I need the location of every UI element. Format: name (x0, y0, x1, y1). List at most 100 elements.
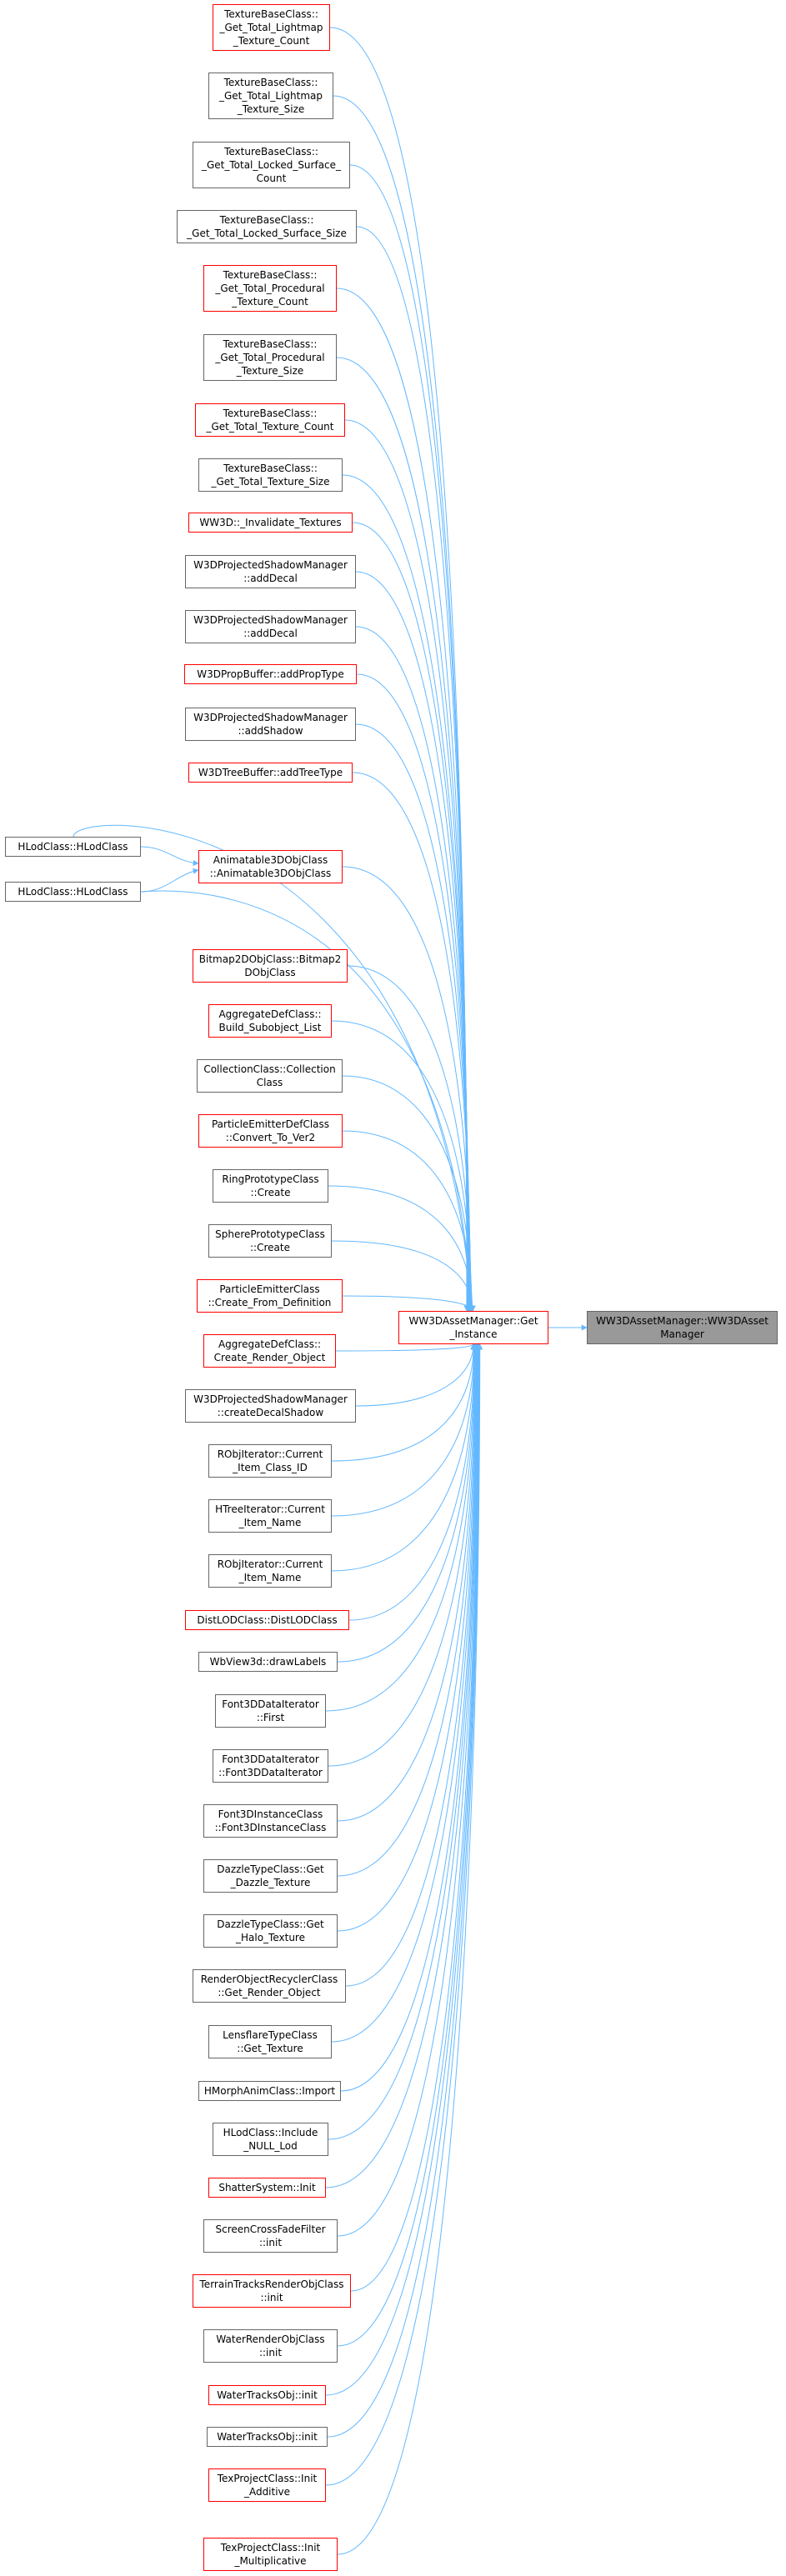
edge-caller-to-center (325, 1343, 481, 2188)
caller-node[interactable]: RObjIterator::Current _Item_Class_ID (208, 1444, 332, 1478)
edge-caller-to-center (333, 95, 470, 1312)
caller-node[interactable]: TerrainTracksRenderObjClass ::init (193, 2274, 351, 2308)
node-target[interactable]: WW3DAssetManager::WW3DAsset Manager (587, 1311, 778, 1344)
caller-node[interactable]: Animatable3DObjClass ::Animatable3DObjCl… (198, 850, 343, 883)
caller-node-label: TexProjectClass::Init _Additive (217, 2473, 318, 2498)
caller-node[interactable]: ScreenCrossFadeFilter ::init (203, 2219, 338, 2253)
caller-node-label: W3DTreeBuffer::addTreeType (198, 767, 343, 778)
caller-node-label: Font3DInstanceClass ::Font3DInstanceClas… (214, 1808, 327, 1833)
caller-node[interactable]: DazzleTypeClass::Get _Halo_Texture (203, 1914, 338, 1948)
caller-node[interactable]: Font3DDataIterator ::First (215, 1694, 326, 1728)
caller-node[interactable]: TextureBaseClass:: _Get_Total_Procedural… (203, 265, 337, 312)
edge-caller-to-center (347, 965, 474, 1312)
caller-node[interactable]: TextureBaseClass:: _Get_Total_Texture_Co… (195, 403, 345, 437)
node-center[interactable]: WW3DAssetManager::Get _Instance (398, 1311, 548, 1344)
edge-caller-to-center (337, 1343, 479, 1932)
caller-node-label: RingPrototypeClass ::Create (222, 1173, 319, 1198)
caller-node-label: TextureBaseClass:: _Get_Total_Locked_Sur… (187, 214, 347, 239)
caller-node-label: TextureBaseClass:: _Get_Total_Locked_Sur… (201, 146, 342, 184)
caller-node-label: RObjIterator::Current _Item_Class_ID (217, 1448, 323, 1473)
caller-node[interactable]: SpherePrototypeClass ::Create (208, 1224, 332, 1258)
edge-caller-to-center (331, 1343, 478, 1572)
caller-node[interactable]: W3DTreeBuffer::addTreeType (188, 763, 353, 783)
caller-node[interactable]: HTreeIterator::Current _Item_Name (208, 1499, 332, 1533)
caller-node[interactable]: TexProjectClass::Init _Multiplicative (203, 2538, 338, 2571)
caller-node[interactable]: AggregateDefClass:: Build_Subobject_List (208, 1004, 332, 1038)
caller-node[interactable]: WaterRenderObjClass ::init (203, 2329, 338, 2363)
edge-caller-to-center (325, 1343, 483, 2396)
caller-node[interactable]: W3DProjectedShadowManager ::addDecal (185, 555, 356, 588)
caller-node-label: TextureBaseClass:: _Get_Total_Lightmap _… (218, 77, 323, 115)
caller-node[interactable]: Font3DDataIterator ::Font3DDataIterator (213, 1749, 328, 1783)
caller-node-label: WaterRenderObjClass ::init (216, 2333, 325, 2358)
caller-node[interactable]: Bitmap2DObjClass::Bitmap2 DObjClass (193, 949, 348, 983)
caller-node[interactable]: ParticleEmitterClass ::Create_From_Defin… (197, 1279, 343, 1313)
node-center-label: WW3DAssetManager::Get _Instance (408, 1315, 538, 1340)
caller-node-label: Font3DDataIterator ::First (222, 1698, 319, 1723)
edge-caller-to-center (331, 1020, 475, 1312)
edge-caller-to-center (342, 1130, 475, 1312)
caller-node[interactable]: TextureBaseClass:: _Get_Total_Procedural… (203, 334, 337, 381)
caller-node[interactable]: Font3DInstanceClass ::Font3DInstanceClas… (203, 1804, 338, 1838)
caller-node[interactable]: DazzleTypeClass::Get _Dazzle_Texture (203, 1859, 338, 1893)
caller-node[interactable]: TextureBaseClass:: _Get_Total_Locked_Sur… (177, 210, 357, 243)
caller-node[interactable]: CollectionClass::Collection Class (197, 1059, 343, 1093)
caller-node[interactable]: ShatterSystem::Init (208, 2178, 326, 2198)
caller-node[interactable]: RenderObjectRecyclerClass ::Get_Render_O… (193, 1969, 346, 2003)
caller-node[interactable]: TextureBaseClass:: _Get_Total_Texture_Si… (198, 458, 343, 492)
caller-node-label: Bitmap2DObjClass::Bitmap2 DObjClass (198, 953, 342, 978)
caller-node[interactable]: TextureBaseClass:: _Get_Total_Lightmap _… (213, 4, 330, 51)
edge-caller-to-center (331, 1343, 478, 1517)
caller-node[interactable]: ParticleEmitterDefClass ::Convert_To_Ver… (198, 1114, 343, 1148)
caller-node-label: ShatterSystem::Init (218, 2182, 316, 2193)
caller-node-label: ParticleEmitterClass ::Create_From_Defin… (208, 1283, 332, 1308)
node-hlod-2[interactable]: HLodClass::HLodClass (5, 882, 141, 902)
caller-node[interactable]: RingPrototypeClass ::Create (213, 1169, 328, 1203)
edge-caller-to-center (337, 1343, 479, 1822)
edge-caller-to-center (328, 1343, 478, 1767)
caller-node[interactable]: WaterTracksObj::init (207, 2427, 328, 2447)
edge-caller-to-center (337, 1343, 479, 1877)
caller-node[interactable]: HMorphAnimClass::Import (198, 2081, 341, 2101)
caller-node[interactable]: RObjIterator::Current _Item_Name (208, 1554, 332, 1588)
edge-caller-to-center (350, 1343, 482, 2292)
caller-node-label: HLodClass::Include _NULL_Lod (223, 2127, 318, 2152)
caller-node[interactable]: LensflareTypeClass ::Get_Texture (208, 2025, 332, 2058)
edge-caller-to-center (348, 1343, 478, 1621)
caller-node-label: ScreenCrossFadeFilter ::init (215, 2223, 326, 2248)
caller-node-label: TextureBaseClass:: _Get_Total_Texture_Co… (206, 408, 334, 433)
caller-node-label: Font3DDataIterator ::Font3DDataIterator (218, 1753, 323, 1778)
caller-node-label: Animatable3DObjClass ::Animatable3DObjCl… (209, 854, 332, 879)
caller-node[interactable]: W3DProjectedShadowManager ::createDecalS… (185, 1389, 356, 1423)
caller-node-label: WW3D::_Invalidate_Textures (199, 517, 342, 528)
caller-node[interactable]: TextureBaseClass:: _Get_Total_Lightmap _… (208, 73, 333, 119)
node-hlod-1[interactable]: HLodClass::HLodClass (5, 837, 141, 857)
edge-caller-to-center (337, 1343, 482, 2237)
edge-caller-to-center (344, 419, 472, 1312)
caller-node-label: SpherePrototypeClass ::Create (215, 1228, 325, 1253)
caller-node[interactable]: WaterTracksObj::init (208, 2385, 326, 2405)
edge-caller-to-center (331, 1343, 480, 2043)
caller-node[interactable]: TextureBaseClass:: _Get_Total_Locked_Sur… (193, 142, 350, 188)
caller-node[interactable]: HLodClass::Include _NULL_Lod (213, 2123, 328, 2156)
caller-node[interactable]: WbView3d::drawLabels (198, 1652, 338, 1672)
edge-caller-to-center (328, 1343, 481, 2140)
caller-node[interactable]: DistLODClass::DistLODClass (185, 1610, 349, 1630)
edge-caller-to-center (349, 164, 471, 1312)
caller-node-label: W3DProjectedShadowManager ::addDecal (193, 559, 348, 584)
edge-caller-to-center (335, 1343, 477, 1352)
caller-node-label: DistLODClass::DistLODClass (197, 1614, 338, 1626)
caller-node-label: DazzleTypeClass::Get _Dazzle_Texture (217, 1863, 324, 1888)
caller-node[interactable]: AggregateDefClass:: Create_Render_Object (203, 1334, 336, 1368)
caller-node[interactable]: WW3D::_Invalidate_Textures (188, 513, 353, 533)
caller-node-label: W3DPropBuffer::addPropType (197, 668, 344, 680)
caller-node[interactable]: W3DProjectedShadowManager ::addDecal (185, 610, 356, 643)
caller-node[interactable]: W3DPropBuffer::addPropType (184, 664, 357, 684)
caller-node[interactable]: W3DProjectedShadowManager ::addShadow (185, 708, 356, 741)
caller-node-label: ParticleEmitterDefClass ::Convert_To_Ver… (211, 1118, 330, 1143)
caller-node-label: TextureBaseClass:: _Get_Total_Lightmap _… (219, 8, 323, 47)
caller-node-label: TextureBaseClass:: _Get_Total_Procedural… (215, 338, 325, 377)
caller-node-label: WbView3d::drawLabels (209, 1656, 327, 1668)
caller-node-label: AggregateDefClass:: Create_Render_Object (213, 1338, 326, 1363)
caller-node[interactable]: TexProjectClass::Init _Additive (208, 2468, 326, 2502)
